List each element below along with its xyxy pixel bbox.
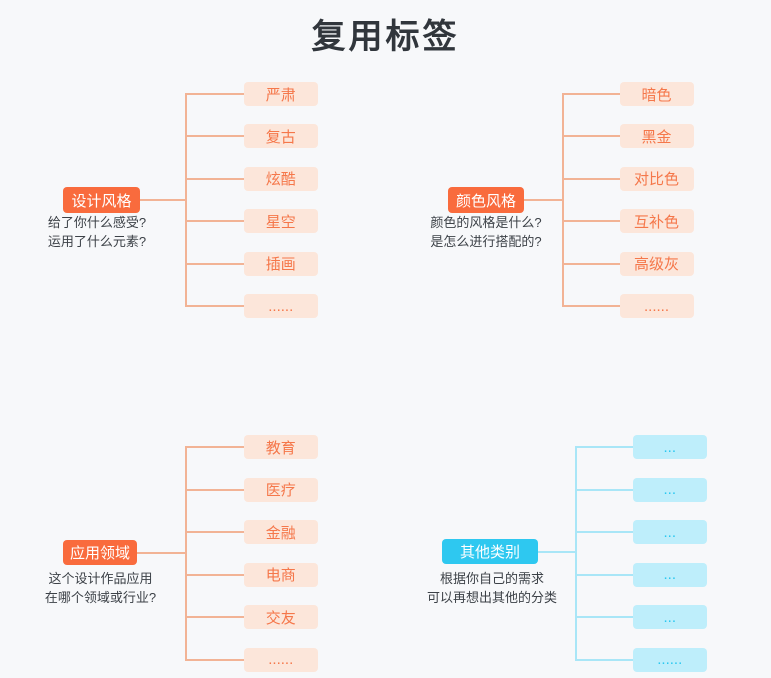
child-node[interactable]: ...... bbox=[632, 647, 707, 672]
branch-description: 根据你自己的需求可以再想出其他的分类 bbox=[427, 569, 557, 607]
connector-child-line bbox=[185, 658, 244, 661]
connector-child-line bbox=[562, 93, 620, 95]
child-node[interactable]: ...... bbox=[243, 294, 318, 318]
connector-child-line bbox=[562, 305, 620, 307]
description-line: 给了你什么感受? bbox=[47, 215, 147, 230]
description-line: 在哪个领域或行业? bbox=[44, 590, 157, 605]
connector-child-line bbox=[562, 220, 620, 223]
child-node[interactable]: 严肃 bbox=[243, 82, 318, 106]
child-node[interactable]: 高级灰 bbox=[619, 251, 694, 276]
connector-child-line bbox=[574, 573, 633, 576]
connector-parent-line bbox=[140, 199, 187, 201]
connector-spine bbox=[185, 446, 187, 661]
connector-parent-line bbox=[538, 550, 577, 553]
connector-spine bbox=[185, 93, 187, 307]
connector-child-line bbox=[185, 488, 244, 491]
branch-description: 给了你什么感受? 运用了什么元素? bbox=[48, 213, 146, 251]
connector-child-line bbox=[574, 616, 633, 618]
connector-parent-line bbox=[524, 199, 564, 201]
connector-child-line bbox=[562, 135, 620, 138]
connector-child-line bbox=[185, 305, 244, 307]
child-node[interactable]: 教育 bbox=[243, 435, 318, 459]
parent-node-application-field[interactable]: 应用领域 bbox=[63, 540, 137, 565]
connector-child-line bbox=[185, 262, 244, 265]
connector-child-line bbox=[574, 446, 633, 448]
child-node[interactable]: 电商 bbox=[243, 562, 318, 587]
connector-child-line bbox=[185, 531, 244, 533]
child-node[interactable]: 炫酷 bbox=[243, 166, 318, 191]
description-line: 可以再想出其他的分类 bbox=[426, 590, 558, 605]
page-title: 复用标签 bbox=[311, 18, 460, 56]
connector-child-line bbox=[185, 220, 244, 223]
child-node[interactable]: ... bbox=[632, 477, 707, 502]
connector-child-line bbox=[574, 531, 633, 533]
child-node[interactable]: ...... bbox=[243, 647, 318, 672]
child-node[interactable]: 插画 bbox=[243, 251, 318, 276]
description-line: 这个设计作品应用 bbox=[48, 571, 153, 586]
connector-child-line bbox=[185, 135, 244, 138]
description-line: 颜色的风格是什么? bbox=[430, 215, 542, 230]
connector-child-line bbox=[185, 446, 244, 448]
connector-child-line bbox=[574, 488, 633, 491]
connector-child-line bbox=[562, 262, 620, 265]
child-node[interactable]: 交友 bbox=[243, 605, 318, 629]
branch-description: 这个设计作品应用在哪个领域或行业? bbox=[45, 569, 156, 607]
description-line: 运用了什么元素? bbox=[47, 234, 147, 249]
connector-child-line bbox=[185, 177, 244, 180]
child-node[interactable]: 星空 bbox=[243, 209, 318, 234]
child-node[interactable]: ... bbox=[632, 562, 707, 587]
connector-spine bbox=[562, 93, 564, 307]
child-node[interactable]: ...... bbox=[619, 294, 694, 318]
description-line: 根据你自己的需求 bbox=[439, 571, 545, 586]
connector-child-line bbox=[562, 177, 620, 180]
child-node[interactable]: ... bbox=[632, 605, 707, 629]
child-node[interactable]: 医疗 bbox=[243, 477, 318, 502]
child-node[interactable]: 复古 bbox=[243, 124, 318, 149]
child-node[interactable]: 黑金 bbox=[619, 124, 694, 149]
child-node[interactable]: 暗色 bbox=[619, 82, 694, 106]
description-line: 是怎么进行搭配的? bbox=[430, 234, 542, 249]
connector-child-line bbox=[185, 573, 244, 576]
child-node[interactable]: 对比色 bbox=[619, 166, 694, 191]
parent-node-color-style[interactable]: 颜色风格 bbox=[448, 187, 524, 213]
connector-child-line bbox=[185, 616, 244, 618]
child-node[interactable]: 金融 bbox=[243, 520, 318, 544]
branch-description: 颜色的风格是什么? 是怎么进行搭配的? bbox=[430, 213, 541, 251]
child-node[interactable]: 互补色 bbox=[619, 209, 694, 234]
child-node[interactable]: ... bbox=[632, 520, 707, 544]
parent-node-design-style[interactable]: 设计风格 bbox=[63, 187, 140, 213]
connector-child-line bbox=[185, 93, 244, 95]
connector-child-line bbox=[574, 658, 633, 661]
connector-parent-line bbox=[137, 551, 187, 554]
parent-node-other-category[interactable]: 其他类别 bbox=[442, 539, 538, 564]
connector-spine bbox=[574, 446, 577, 661]
child-node[interactable]: ... bbox=[632, 435, 707, 459]
